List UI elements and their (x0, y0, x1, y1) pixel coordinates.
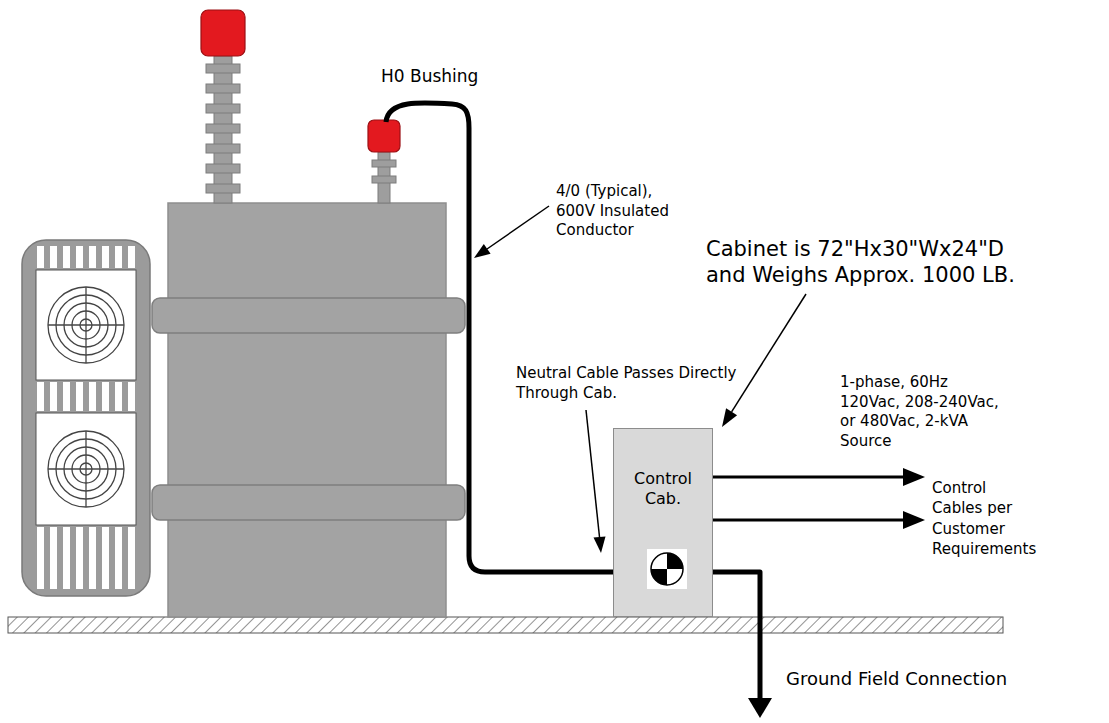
cooling-fan (85, 287, 86, 363)
bushing-label: H0 Bushing (381, 66, 478, 87)
high-voltage-bushing (206, 84, 240, 93)
h0-bushing (372, 176, 396, 183)
high-voltage-bushing (206, 64, 240, 73)
cooling-fan (48, 431, 124, 507)
ground-note: Ground Field Connection (786, 668, 1007, 691)
high-voltage-bushing (206, 104, 240, 113)
transformer-tank (168, 203, 446, 617)
center-of-gravity-symbol (651, 553, 683, 585)
control-cabinet: Control Cab. (613, 428, 713, 617)
control-cables-note: Control Cables per Customer Requirements (932, 478, 1036, 559)
conductor-leader (474, 244, 491, 258)
ground-strip (8, 617, 1003, 633)
ground-strip (8, 617, 1003, 633)
source-arrow (713, 476, 905, 479)
ground-strip (8, 617, 1003, 633)
neutral-leader (586, 410, 606, 553)
high-voltage-bushing (206, 144, 240, 153)
center-of-gravity-symbol (651, 569, 667, 585)
cooling-fan (85, 431, 86, 507)
neutral-leader (586, 410, 600, 537)
source-arrow (903, 468, 925, 486)
node-label: Control Cab. (618, 469, 708, 509)
radiator-fan-bank (36, 413, 136, 525)
neutral-cable (386, 103, 760, 700)
conductor-leader (474, 206, 549, 258)
conductor-leader (487, 206, 549, 249)
cooling-fan (48, 431, 124, 507)
cabinet-leader (732, 294, 806, 412)
ground-arrowhead (748, 698, 772, 718)
radiator-fan-bank (22, 240, 150, 596)
cabinet-note: Cabinet is 72"Hx30"Wx24"D and Weighs App… (706, 236, 1026, 289)
cooling-fan (48, 287, 124, 363)
high-voltage-bushing (201, 10, 245, 203)
radiator-fan-bank (34, 382, 138, 411)
cooling-fan (48, 287, 124, 363)
source-note: 1-phase, 60Hz 120Vac, 208-240Vac, or 480… (840, 373, 1008, 451)
high-voltage-bushing (206, 164, 240, 173)
h0-bushing (368, 120, 400, 203)
high-voltage-bushing (201, 10, 245, 56)
high-voltage-bushing (206, 184, 240, 193)
h0-bushing (368, 120, 400, 152)
radiator-fan-bank (34, 527, 138, 589)
center-of-gravity-symbol (647, 549, 687, 589)
cabinet-leader (722, 408, 737, 427)
control-cable-arrow (713, 519, 905, 522)
neutral-leader (594, 537, 606, 553)
transformer-tank (152, 485, 465, 520)
radiator-fan-bank (34, 246, 138, 268)
radiator-fan-bank (22, 240, 150, 596)
conductor-note: 4/0 (Typical), 600V Insulated Conductor (556, 182, 672, 241)
control-cable-arrow (713, 511, 925, 529)
center-of-gravity-symbol (667, 553, 683, 569)
neutral-note: Neutral Cable Passes Directly Through Ca… (516, 364, 746, 403)
cabinet-leader (722, 294, 806, 427)
h0-bushing (372, 160, 396, 167)
control-cable-arrow (903, 511, 925, 529)
source-arrow (713, 468, 925, 486)
transformer-tank (152, 203, 465, 617)
transformer-tank (152, 298, 465, 333)
high-voltage-bushing (206, 124, 240, 133)
radiator-fan-bank (36, 270, 136, 380)
control-cabinet-body (613, 428, 713, 617)
center-of-gravity-symbol (647, 549, 687, 589)
